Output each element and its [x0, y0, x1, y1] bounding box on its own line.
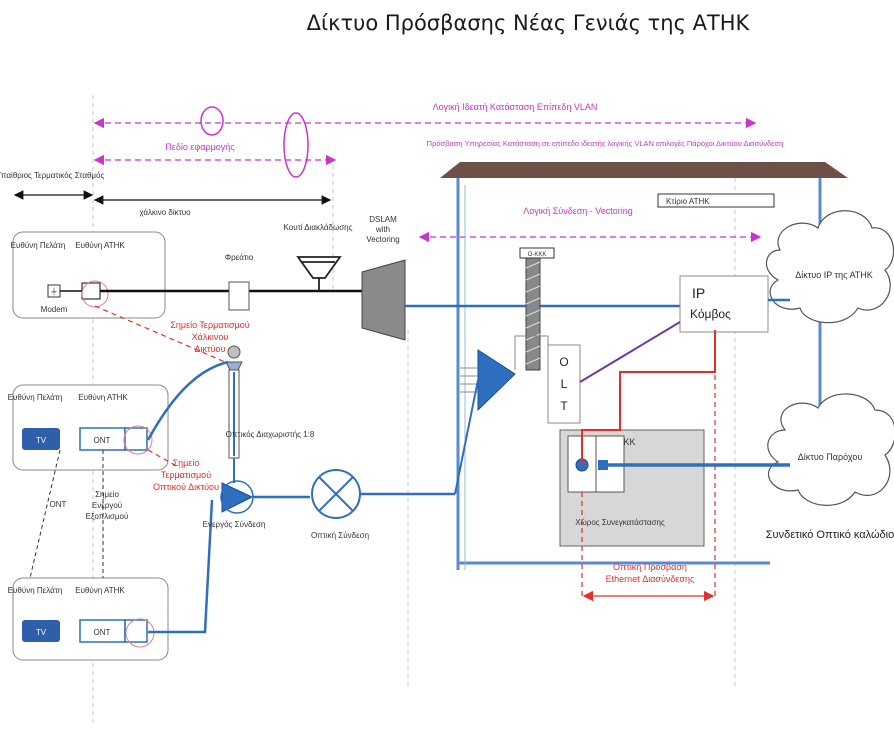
- odf-olt-link: [514, 335, 549, 370]
- resp-customer-label-3: Ευθύνη Πελάτη: [8, 586, 63, 595]
- olt-label-t: T: [560, 399, 568, 413]
- dslam-vectoring-label: Vectoring: [366, 235, 399, 244]
- building-to-amplifier: [454, 379, 479, 495]
- ip-node-box: [679, 275, 769, 333]
- dslam-with-label: with: [375, 225, 390, 234]
- provider-network-cloud: Δίκτυο Παρόχου: [767, 393, 894, 506]
- manhole-label: Φρεάτιο: [225, 253, 254, 262]
- customer-box-ont-2: Ευθύνη Πελάτη Ευθύνη ΑΤΗΚ TV ONT: [8, 577, 169, 661]
- passive-point-label-3: Εξοπλισμού: [86, 512, 129, 521]
- copper-point-label-1: Σημείο Τερματισμού: [170, 320, 249, 330]
- page-title: Δίκτυο Πρόσβασης Νέας Γενιάς της ΑΤΗΚ: [307, 11, 751, 35]
- vlan-ring-small: [200, 106, 224, 136]
- vlan-arrows: [93, 117, 762, 243]
- olt-box: [547, 344, 581, 424]
- service-scope-label: Πεδίο εφαρμογής: [165, 142, 235, 152]
- ip-network-label: Δίκτυο ΙΡ της ΑΤΗΚ: [795, 270, 873, 280]
- ont-device-label-1: ONT: [94, 436, 111, 445]
- patch-ip-link: [581, 330, 716, 465]
- splitter-label: Οπτικός Διαχωριστής 1:8: [226, 430, 315, 439]
- ethernet-label-2: Ethernet Διασύνδεσης: [606, 574, 695, 584]
- fiber-to-ont-2: [148, 499, 214, 634]
- fiber-termination-line: [147, 449, 181, 469]
- provider-network-label: Δίκτυο Παρόχου: [798, 452, 863, 462]
- fiber-point-label-2: Τερματισμού: [161, 470, 211, 480]
- ip-node-label-1: IP: [692, 285, 705, 301]
- copper-network-label: χάλκινο δίκτυο: [139, 208, 191, 217]
- resp-customer-label-2: Ευθύνη Πελάτη: [8, 393, 63, 402]
- passive-point-label-1: Σημείο: [95, 490, 119, 499]
- operator-building: [440, 162, 848, 570]
- ont-link-dashed-2: [29, 449, 61, 579]
- manhole-icon: [228, 281, 250, 311]
- olt-label-l: L: [561, 377, 568, 391]
- tv-label-2: TV: [36, 628, 47, 637]
- copper-point-label-2: Χάλκινου: [192, 332, 229, 342]
- ont-label: ONT: [50, 500, 67, 509]
- dslam-icon: [361, 259, 406, 341]
- copper-termination-line: [94, 305, 226, 363]
- ethernet-label-1: Οπτική Πρόσβαση: [613, 562, 687, 572]
- fiber-point-label-3: Οπτικού Δικτύου: [153, 482, 219, 492]
- resp-atak-label-3: Ευθύνη ΑΤΗΚ: [75, 586, 125, 595]
- fiber-point-label-1: Σημείο: [173, 458, 200, 468]
- ip-network-cloud: Δίκτυο ΙΡ της ΑΤΗΚ: [766, 210, 894, 324]
- splice-x-2: [318, 476, 354, 512]
- logical-vectoring-label: Λογική Σύνδεση - Vectoring: [523, 206, 633, 216]
- ont-device-label-2: ONT: [94, 628, 111, 637]
- odf-tag: [519, 247, 555, 259]
- modem-plug-icon: ⏚: [50, 287, 58, 296]
- street-box-label: Κουτί Διακλάδωσης: [284, 223, 353, 232]
- resp-customer-label-1: Ευθύνη Πελάτη: [11, 241, 66, 250]
- passive-point-label-2: Ενεργού: [92, 501, 122, 510]
- resp-atak-label-1: Ευθύνη ΑΤΗΚ: [75, 241, 125, 250]
- ip-node-label-2: Κόμβος: [690, 307, 731, 321]
- fiber-node-icon: [221, 482, 254, 513]
- tv-label-1: TV: [36, 436, 47, 445]
- fiber-to-ont-1: [146, 360, 229, 441]
- street-box-icon: [296, 256, 342, 291]
- modem-label: Modem: [41, 305, 68, 314]
- patch-connector-right: [598, 460, 608, 470]
- odf-hatch: [525, 261, 541, 365]
- splice-label: Οπτική Σύνδεση: [311, 531, 369, 540]
- customer-box-copper: Ευθύνη Πελάτη Ευθύνη ΑΤΗΚ ⏚ Modem: [11, 231, 166, 319]
- dkk-sub-label: Χώρος Συνεγκατάστασης: [575, 518, 665, 527]
- fiber-link-label: Συνδετικό Οπτικό καλώδιο: [766, 529, 894, 541]
- guide-lines: [92, 95, 736, 725]
- dslam-label: DSLAM: [369, 215, 397, 224]
- operator-building-tag: [657, 193, 775, 208]
- vlan-top-label: Λογική Ιδεατή Κατάσταση Επίπεδη VLAN: [433, 102, 598, 112]
- fiber-amplifier-icon: [477, 349, 516, 412]
- copper-point-label-3: Δικτύου: [195, 344, 226, 354]
- odf-label: Ο-ΚΚΚ: [528, 252, 547, 258]
- olt-ip-link: [579, 321, 681, 383]
- vlan-ring-large: [283, 112, 309, 178]
- dkk-label: ΟΚΚ: [616, 437, 635, 447]
- operator-building-label: Κτίριο ΑΤΗΚ: [666, 197, 710, 206]
- resp-atak-label-2: Ευθύνη ΑΤΗΚ: [78, 393, 128, 402]
- splitter-cap-icon: [225, 361, 243, 371]
- olt-label-o: O: [559, 355, 568, 369]
- splitter-top-icon: [227, 345, 241, 359]
- customer-box-ont-1: Ευθύνη Πελάτη Ευθύνη ΑΤΗΚ TV ONT: [8, 384, 169, 471]
- cabinet-label: Υπαίθριος Τερματικός Σταθμός: [0, 171, 104, 180]
- fiber-node-label: Ενεργός Σύνδεση: [203, 520, 266, 529]
- vlan-mid-label: Πρόσβαση Υπηρεσίας Κατάσταση σε επίπεδο …: [427, 139, 784, 148]
